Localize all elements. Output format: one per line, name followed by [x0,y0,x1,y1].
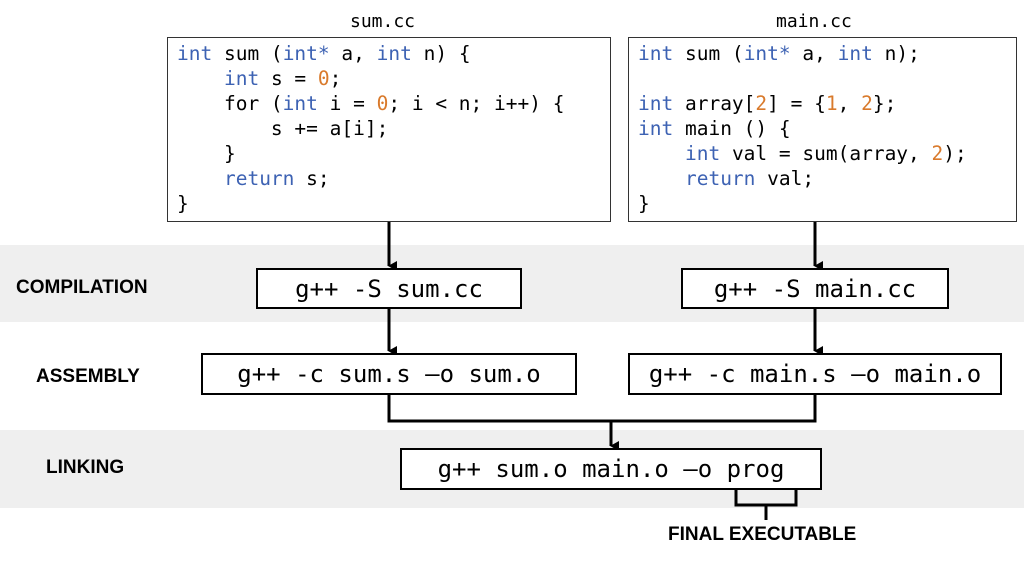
code-line: } [638,192,650,215]
code-line: int val = sum(array, 2); [638,142,967,165]
code-number: 2 [861,92,873,115]
code-number: 0 [317,67,330,90]
code-keyword: int [376,42,412,65]
code-line: int array[2] = {1, 2}; [638,92,896,115]
code-text: n); [872,42,920,65]
code-text: } [638,192,650,215]
code-text: ; [329,67,342,90]
command-compile-sum: g++ -S sum.cc [256,268,522,309]
code-text: n) { [411,42,471,65]
code-main-cc: int sum (int* a, int n); int array[2] = … [638,41,967,216]
stage-label-linking: LINKING [46,457,125,478]
code-keyword: int* [282,42,330,65]
code-keyword: return [223,167,295,190]
code-keyword: return [684,167,756,190]
code-line: } [177,192,189,215]
code-keyword: int [223,67,260,90]
code-line: } [177,142,236,165]
code-line: return s; [177,167,330,190]
code-keyword: int [837,42,873,65]
code-number: 0 [376,92,389,115]
code-text: main () { [673,117,791,140]
code-text: ] = { [767,92,826,115]
code-text: sum ( [673,42,744,65]
code-text: val; [755,167,815,190]
code-text: }; [872,92,897,115]
stage-label-assembly: ASSEMBLY [36,366,140,387]
command-compile-main: g++ -S main.cc [681,268,949,309]
command-link: g++ sum.o main.o –o prog [400,448,822,490]
code-text: s; [294,167,330,190]
code-text: array[ [673,92,756,115]
code-line: return val; [638,167,814,190]
file-title-main: main.cc [776,11,852,32]
code-number: 1 [825,92,838,115]
command-assemble-sum: g++ -c sum.s –o sum.o [201,353,577,395]
code-line: int sum (int* a, int n) { [177,42,471,65]
final-executable-label: FINAL EXECUTABLE [668,524,857,545]
code-box-sum: int sum (int* a, int n) { int s = 0; for… [167,37,611,222]
code-line: for (int i = 0; i < n; i++) { [177,92,565,115]
stage-label-compilation: COMPILATION [16,277,148,298]
code-line: int s = 0; [177,67,341,90]
code-text: s = [259,67,318,90]
code-text: s += a[i]; [177,117,389,140]
command-assemble-main: g++ -c main.s –o main.o [628,353,1002,395]
code-keyword: int [638,42,674,65]
code-number: 2 [755,92,768,115]
code-text: } [177,192,189,215]
prog-bracket [734,489,798,507]
code-text: for ( [177,92,283,115]
code-text: } [177,142,236,165]
code-line: int main () { [638,117,791,140]
code-keyword: int [684,142,721,165]
code-text: i = [317,92,377,115]
code-text: val = sum(array, [720,142,932,165]
code-keyword: int* [743,42,791,65]
code-text: sum ( [212,42,283,65]
code-number: 2 [931,142,944,165]
code-box-main: int sum (int* a, int n); int array[2] = … [628,37,1017,222]
code-text: ); [943,142,967,165]
code-text: a, [790,42,838,65]
code-keyword: int [177,42,213,65]
code-text: , [837,92,862,115]
code-line: int sum (int* a, int n); [638,42,920,65]
merge-line [387,395,817,423]
code-keyword: int [638,92,674,115]
code-keyword: int [282,92,318,115]
code-keyword: int [638,117,674,140]
file-title-sum: sum.cc [350,11,416,32]
code-text: ; i < n; i++) { [388,92,565,115]
code-sum-cc: int sum (int* a, int n) { int s = 0; for… [177,41,564,216]
code-line: s += a[i]; [177,117,388,140]
code-text: a, [329,42,377,65]
